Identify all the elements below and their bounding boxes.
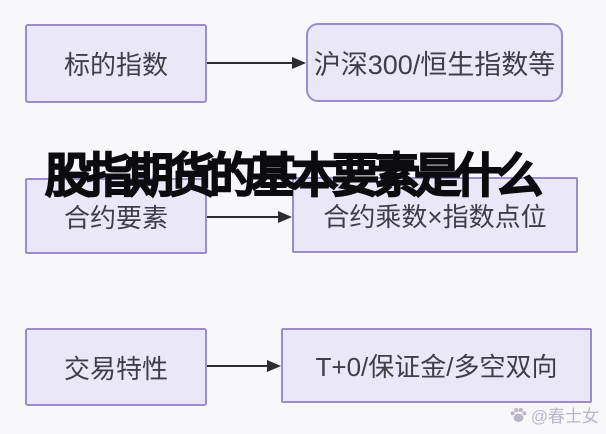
paw-icon [509, 405, 528, 424]
node-index-examples: 沪深300/恒生指数等 [306, 23, 563, 102]
arrowhead-icon [292, 57, 306, 69]
arrow-row1 [207, 57, 306, 69]
node-trading-features: 交易特性 [25, 328, 207, 406]
watermark: @春士女 [509, 402, 599, 427]
node-trading-rules: T+0/保证金/多空双向 [281, 328, 592, 403]
node-contract-elements: 合约要素 [25, 178, 207, 254]
arrow-row3 [207, 360, 281, 372]
node-underlying-index: 标的指数 [25, 24, 207, 103]
arrow-row2 [207, 211, 292, 223]
page-title: 股指期货的基本要素是什么 [44, 149, 544, 203]
arrowhead-icon [278, 211, 292, 223]
arrowhead-icon [267, 360, 281, 372]
watermark-handle: @春士女 [530, 407, 599, 426]
node-contract-value-formula: 合约乘数×指数点位 [292, 177, 578, 253]
